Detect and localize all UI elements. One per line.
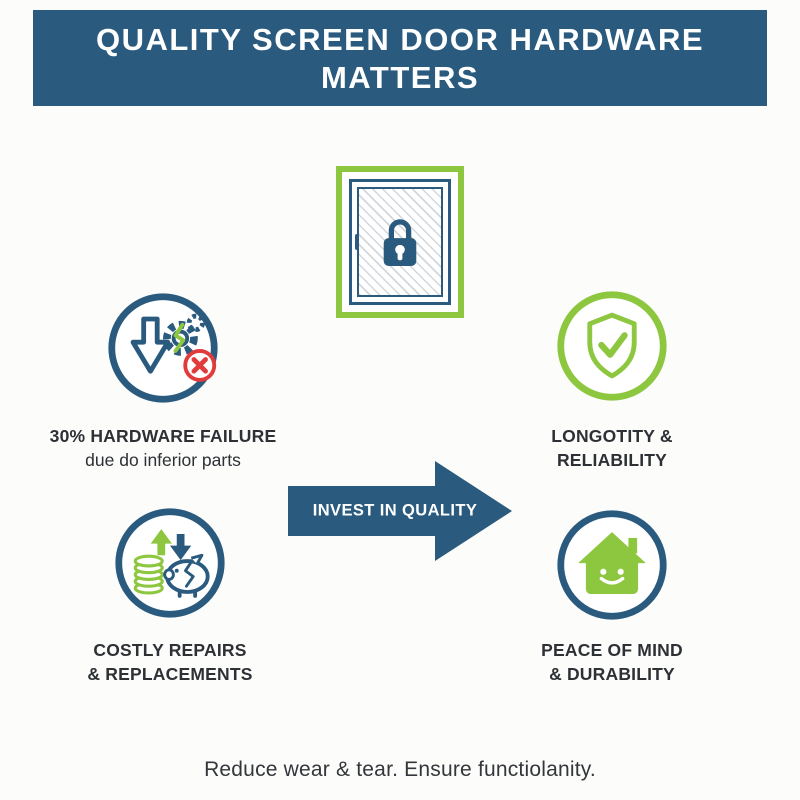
page-title-line2: MATTERS <box>320 59 480 95</box>
costly-repairs-title-line1: COSTLY REPAIRS <box>93 640 247 660</box>
padlock-icon <box>383 219 417 266</box>
page-title-line1: QUALITY SCREEN DOOR HARDWARE <box>95 21 705 57</box>
peace-of-mind-title-line2: & DURABILITY <box>549 664 675 684</box>
right-arrow-icon <box>288 461 512 561</box>
header-banner: QUALITY SCREEN DOOR HARDWARE MATTERS <box>33 10 767 106</box>
costly-repairs-label: COSTLY REPAIRS & REPLACEMENTS <box>30 638 310 686</box>
screen-door-illustration <box>336 166 464 318</box>
piggy-bank-coins-icon <box>115 508 225 618</box>
broken-hardware-icon <box>108 293 218 403</box>
hardware-failure-subtitle: due do inferior parts <box>85 450 241 470</box>
longevity-label: LONGOTITY & RELIABILITY <box>492 424 732 472</box>
longevity-title-line2: RELIABILITY <box>556 450 668 470</box>
invest-arrow: INVEST IN QUALITY <box>288 452 516 570</box>
costly-repairs-title-line2: & REPLACEMENTS <box>87 664 253 684</box>
peace-of-mind-label: PEACE OF MIND & DURABILITY <box>492 638 732 686</box>
house-smile-icon <box>557 510 667 620</box>
hardware-failure-label: 30% HARDWARE FAILURE due do inferior par… <box>23 424 303 472</box>
peace-of-mind-title-line1: PEACE OF MIND <box>541 640 683 660</box>
hardware-failure-title: 30% HARDWARE FAILURE <box>49 426 277 446</box>
door-handle-icon <box>355 234 359 250</box>
invest-arrow-label: INVEST IN QUALITY <box>312 501 478 520</box>
footer-caption: Reduce wear & tear. Ensure functiolanity… <box>204 758 596 781</box>
shield-check-icon <box>557 291 667 401</box>
longevity-title-line1: LONGOTITY & <box>551 426 673 446</box>
